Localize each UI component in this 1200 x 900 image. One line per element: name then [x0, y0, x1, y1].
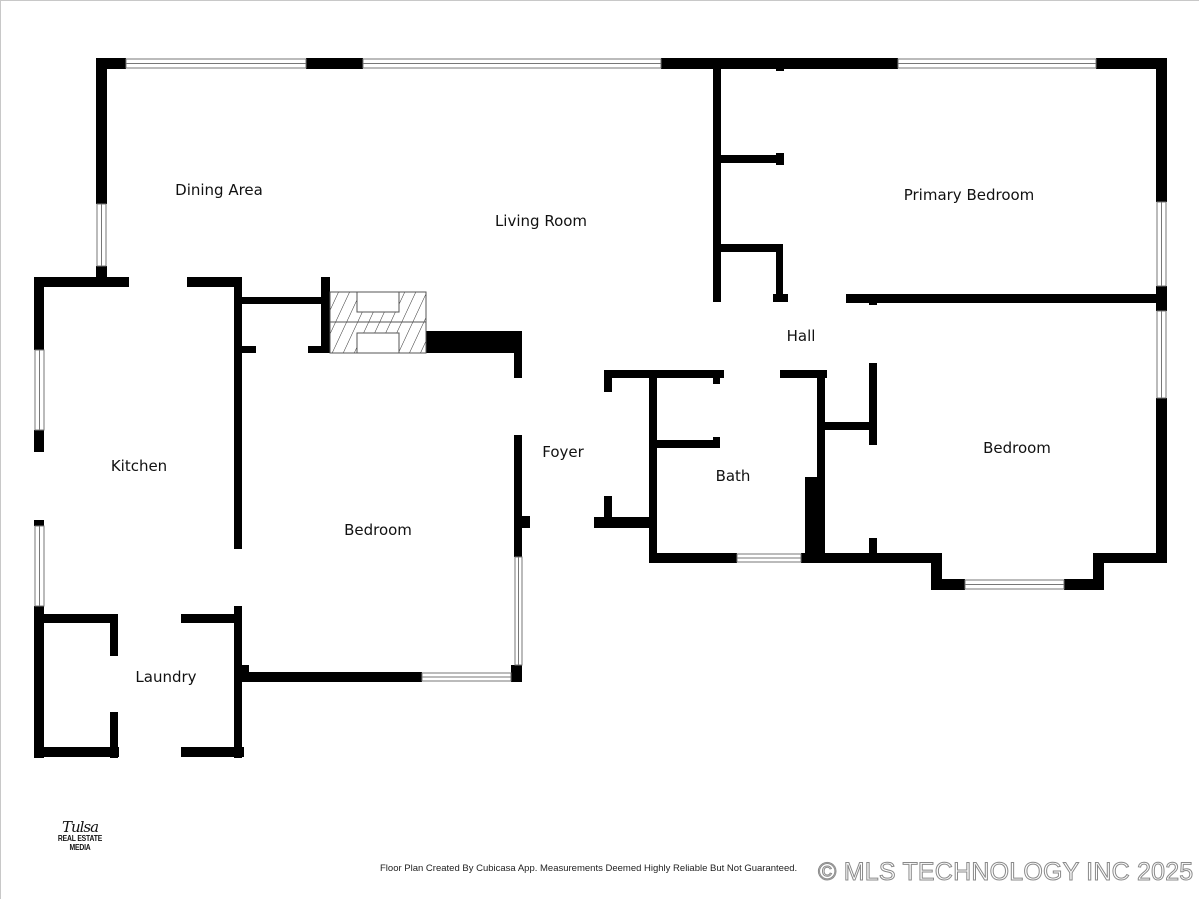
copyright-watermark: © MLS TECHNOLOGY INC 2025	[817, 858, 1194, 887]
room-label-primary-bedroom: Primary Bedroom	[903, 186, 1035, 204]
windows	[34, 58, 1167, 682]
room-label-dining-area: Dining Area	[175, 181, 263, 199]
logo-subtitle: REAL ESTATE MEDIA	[57, 834, 103, 852]
disclaimer-text: Floor Plan Created By Cubicasa App. Meas…	[380, 863, 798, 874]
fireplace	[329, 291, 427, 354]
room-label-laundry: Laundry	[135, 668, 197, 686]
room-label-kitchen: Kitchen	[110, 457, 168, 475]
room-label-hall: Hall	[786, 327, 816, 345]
room-label-bath: Bath	[715, 467, 751, 485]
room-label-bedroom-3: Bedroom	[983, 439, 1051, 457]
room-label-living-room: Living Room	[494, 212, 588, 230]
walls	[34, 58, 1167, 758]
logo-script-text: Tulsa	[61, 818, 99, 836]
brand-logo: Tulsa REAL ESTATE MEDIA	[44, 818, 116, 853]
room-label-bedroom-2: Bedroom	[344, 521, 412, 539]
room-label-foyer: Foyer	[542, 443, 584, 461]
